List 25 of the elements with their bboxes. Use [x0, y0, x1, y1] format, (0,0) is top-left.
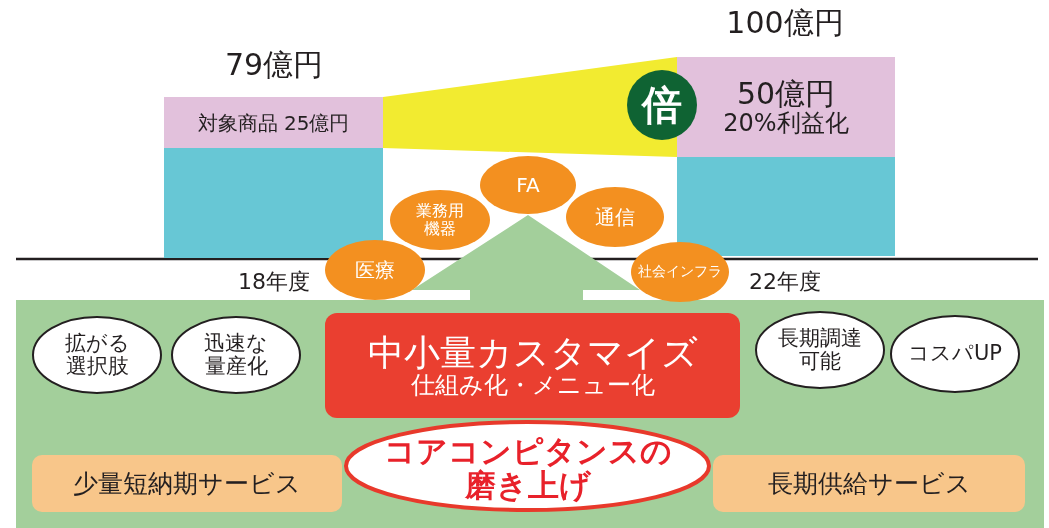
industry-oval: 医療: [325, 240, 425, 300]
feature-oval: コスパUP: [889, 314, 1021, 394]
service-box: 少量短納期サービス: [32, 455, 342, 512]
total-value: 79億円: [223, 48, 325, 81]
industry-oval: 社会インフラ: [631, 242, 729, 302]
bar-segment: 対象商品 25億円: [164, 97, 383, 148]
year-label: 18年度: [237, 270, 311, 295]
feature-oval: 長期調達可能: [754, 310, 886, 390]
subheading-text: 20%利益化: [723, 110, 849, 137]
heading-text: 中小量カスタマイズ: [367, 332, 698, 373]
service-box: 長期供給サービス: [713, 455, 1025, 512]
feature-oval: 拡がる選択肢: [31, 315, 163, 395]
subheading-text: 仕組み化・メニュー化: [410, 372, 655, 399]
core-ellipse: コアコンピタンスの磨き上げ: [342, 418, 713, 514]
year-label: 22年度: [748, 270, 822, 295]
bar-segment: [677, 157, 895, 256]
total-value: 100億円: [725, 6, 845, 39]
industry-oval: FA: [480, 156, 576, 214]
kanji-badge: 倍: [627, 70, 697, 140]
industry-oval: 業務用機器: [390, 190, 490, 250]
bar-segment: [164, 148, 383, 258]
feature-oval: 迅速な量産化: [170, 315, 302, 395]
title-box: [325, 313, 740, 418]
industry-oval: 通信: [566, 187, 664, 247]
heading-text: 50億円: [736, 77, 836, 111]
